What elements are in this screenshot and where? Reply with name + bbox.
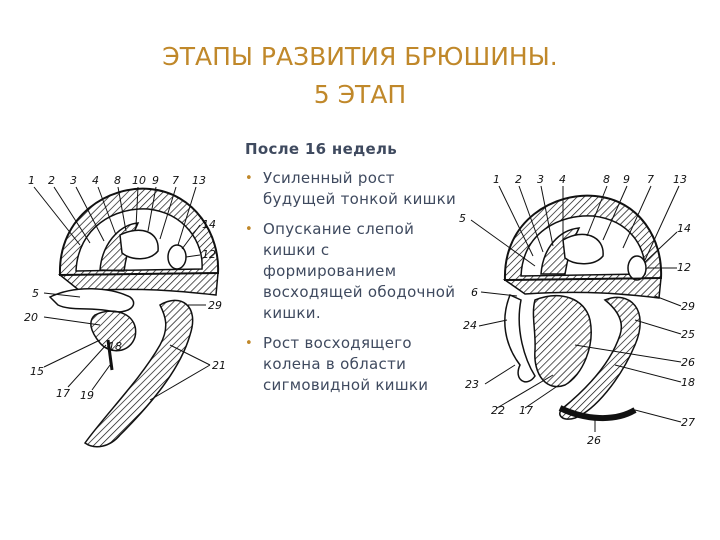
fig-left-label: 21	[212, 359, 226, 372]
slide-title: ЭТАПЫ РАЗВИТИЯ БРЮШИНЫ. 5 ЭТАП	[0, 38, 720, 114]
fig-right-label: 26	[587, 434, 601, 447]
fig-left-label: 3	[70, 174, 77, 187]
fig-right-label: 29	[681, 300, 695, 313]
fig-right-label: 24	[463, 319, 477, 332]
fig-left-label: 1	[28, 174, 35, 187]
fig-right-label: 5	[459, 212, 466, 225]
fig-left-label: 9	[152, 174, 159, 187]
fig-left-label: 17	[56, 387, 70, 400]
fig-left-label: 5	[32, 287, 39, 300]
fig-right-label: 7	[647, 173, 654, 186]
fig-right-label: 23	[465, 378, 479, 391]
bullet-list: • Усиленный рост будущей тонкой кишки • Оп…	[245, 168, 460, 396]
fig-right-label: 3	[537, 173, 544, 186]
right-anatomy-figure: 1 2 3 4 8 9 7 13 5 14 12 6 29 24 25 26 2…	[459, 173, 695, 447]
fig-left-label: 20	[24, 311, 38, 324]
title-line-1: ЭТАПЫ РАЗВИТИЯ БРЮШИНЫ.	[162, 42, 558, 71]
fig-left-label: 8	[114, 174, 121, 187]
fig-right-label: 9	[623, 173, 630, 186]
fig-left-label: 19	[80, 389, 94, 402]
fig-right-label: 8	[603, 173, 610, 186]
fig-left-label: 2	[48, 174, 55, 187]
fig-right-label: 12	[677, 261, 691, 274]
bullet-text: Рост восходящего колена в области сигмов…	[263, 334, 429, 394]
fig-right-label: 14	[677, 222, 691, 235]
fig-left-label: 12	[202, 248, 216, 261]
fig-left-label: 4	[92, 174, 99, 187]
bullet-item: • Рост восходящего колена в области сигмо…	[245, 333, 460, 396]
fig-right-label: 13	[673, 173, 687, 186]
fig-right-label: 18	[681, 376, 695, 389]
fig-left-label: 15	[30, 365, 44, 378]
bullet-text: Опускание слепой кишки с формированием в…	[263, 220, 456, 322]
text-column: После 16 недель • Усиленный рост будущей …	[245, 140, 460, 405]
bullet-item: • Усиленный рост будущей тонкой кишки	[245, 168, 460, 210]
fig-left-label: 13	[192, 174, 206, 187]
fig-left-label: 10	[132, 174, 146, 187]
fig-left-label: 18	[108, 340, 122, 353]
bullet-text: Усиленный рост будущей тонкой кишки	[263, 169, 457, 208]
bullet-dot-icon: •	[245, 171, 253, 186]
fig-right-label: 4	[559, 173, 566, 186]
fig-right-label: 26	[681, 356, 695, 369]
fig-left-label: 14	[202, 218, 216, 231]
bullet-item: • Опускание слепой кишки с формированием …	[245, 219, 460, 324]
fig-right-label: 25	[681, 328, 695, 341]
fig-right-label: 2	[515, 173, 522, 186]
stage-heading: После 16 недель	[245, 140, 398, 158]
title-line-2: 5 ЭТАП	[313, 80, 407, 109]
left-anatomy-figure: 1 2 3 4 8 10 9 7 13 14 12 5 20 29 18 15 …	[24, 174, 226, 448]
fig-right-label: 22	[491, 404, 505, 417]
fig-left-label: 7	[172, 174, 179, 187]
fig-right-label: 17	[519, 404, 533, 417]
fig-right-label: 1	[493, 173, 500, 186]
bullet-dot-icon: •	[245, 222, 253, 237]
fig-right-label: 27	[681, 416, 695, 429]
bullet-dot-icon: •	[245, 336, 253, 351]
fig-left-label: 29	[208, 299, 222, 312]
fig-right-label: 6	[471, 286, 478, 299]
